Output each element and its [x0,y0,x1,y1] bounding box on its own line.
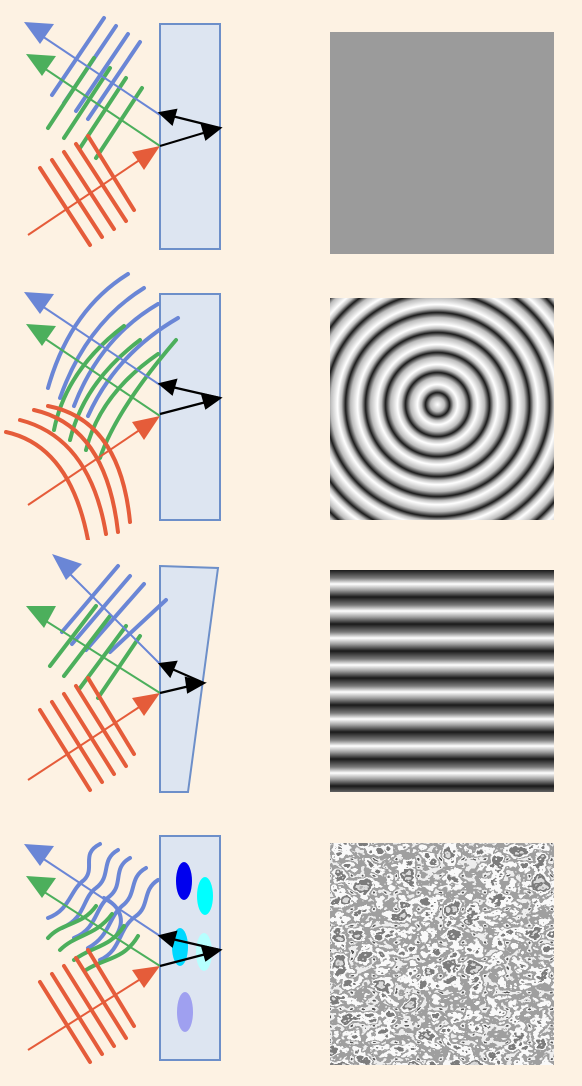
incident-arrowhead [132,416,160,440]
incident-ray [27,422,151,506]
reflected-ray-green [37,887,161,967]
diagram-scattering-sample [24,835,223,1064]
reflected-blue-wavefronts [60,564,168,654]
diagram-flat-surface [24,16,223,250]
green-arrowhead [26,876,56,898]
pattern-uniform-gray [330,32,554,254]
distorted-blue-wavefronts [46,842,160,962]
internal-rays [157,660,207,695]
pattern-horizontal-fringes [330,570,554,792]
incident-arrowhead [132,966,160,988]
inclusion-dark-blue [176,862,192,900]
panel-curved-wavefront [0,270,582,540]
incident-red-wavefronts [38,676,136,792]
inclusion-cyan-2 [172,928,188,966]
incident-ray [27,699,151,781]
reflected-ray-blue [61,565,161,665]
reflected-ray-green [37,63,161,147]
incident-arrowhead [132,693,160,716]
pattern-speckle [330,843,554,1065]
blue-arrowhead [24,844,54,866]
green-arrowhead [26,324,56,346]
reflected-ray-blue [35,31,161,116]
internal-rays [157,378,223,416]
distorted-green-wavefronts [46,904,140,972]
diagram-curved-wavefront [4,272,223,540]
reflected-green-wavefronts [52,324,178,460]
panel-scattering-sample [0,810,582,1080]
blue-arrowhead [24,22,54,44]
reflected-ray-blue [35,853,161,937]
incident-ray [27,152,151,236]
reflected-ray-blue [35,301,161,386]
internal-rays [157,108,223,148]
diagram-wedge-sample [26,554,220,793]
green-arrowhead [26,54,56,76]
reflected-green-wavefronts [46,56,144,160]
internal-rays [157,930,223,968]
inclusion-lavender [177,992,193,1032]
reflected-ray-green [37,615,161,694]
incident-red-wavefronts [38,948,136,1064]
incident-red-wavefronts [4,404,132,540]
incident-ray [27,972,151,1051]
incident-arrowhead [132,146,160,170]
blue-arrowhead [24,292,54,314]
green-arrowhead [26,606,56,628]
reflected-ray-green [37,333,161,417]
incident-red-wavefronts [38,134,136,247]
pattern-concentric-rings [330,298,554,520]
blue-arrowhead [52,554,82,580]
panel-flat-surface [0,0,582,270]
inclusion-cyan [197,877,213,915]
panel-wedge-sample [0,540,582,810]
